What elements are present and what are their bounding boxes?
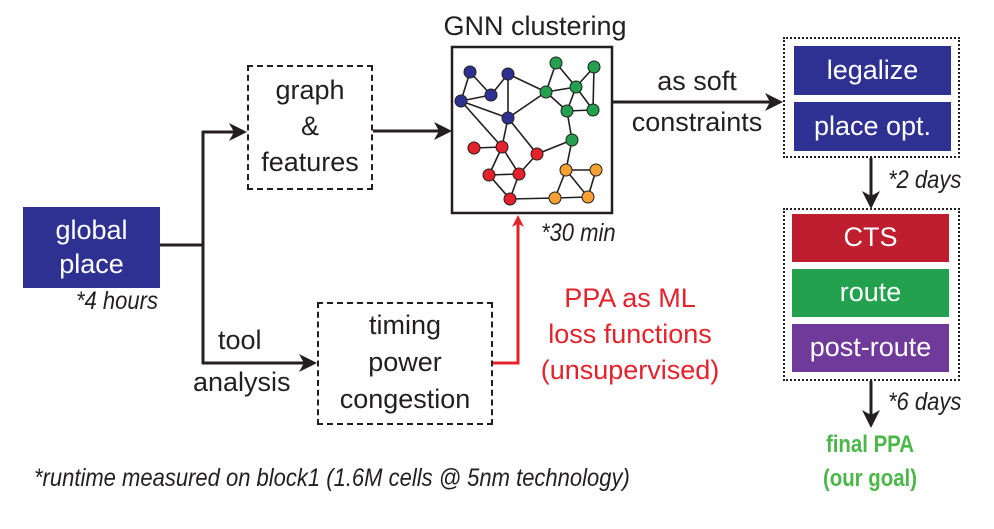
graph-node-orange <box>559 163 573 177</box>
gnn-runtime: *30 min <box>541 219 616 247</box>
stage1-runtime: *2 days <box>888 166 962 194</box>
analysis-label: analysis <box>193 367 291 397</box>
graph-node-red <box>467 141 481 155</box>
ppa-loss-label: PPA as ML loss functions (unsupervised) <box>520 280 740 388</box>
stage2-group <box>783 208 960 381</box>
graph-node-green <box>565 133 579 147</box>
graph-node-green <box>560 104 574 118</box>
graph-node-blue <box>484 88 498 102</box>
step-route: route <box>792 269 949 317</box>
graph-features-line3: features <box>261 147 359 177</box>
metrics-line2: power <box>368 347 442 377</box>
graph-node-orange <box>589 163 603 177</box>
graph-node-green <box>586 103 600 117</box>
final-line1: final PPA <box>825 431 915 458</box>
graph-edge <box>507 117 538 155</box>
footnote: *runtime measured on block1 (1.6M cells … <box>34 464 630 492</box>
ppa-loss-line1: PPA as ML <box>564 283 696 313</box>
step-legalize: legalize <box>794 46 951 95</box>
gnn-title: GNN clustering <box>443 11 627 41</box>
step-place-opt: place opt. <box>794 102 951 151</box>
global-place-line1: global <box>55 214 128 245</box>
graph-node-blue <box>454 94 468 108</box>
graph-features-line2: & <box>300 111 319 141</box>
graph-edge <box>460 100 503 148</box>
ppa-loss-arrow <box>493 215 524 365</box>
graph-node-green <box>549 56 563 70</box>
global-place-box: global place <box>23 207 160 288</box>
graph-node-blue <box>501 111 515 125</box>
metrics-label: timing power congestion <box>317 307 493 418</box>
final-ppa: final PPA (our goal) <box>811 428 930 496</box>
graph-node-green <box>569 80 583 94</box>
soft-constraints-line1: as soft <box>657 66 737 96</box>
soft-constraints-line2: constraints <box>631 107 763 137</box>
metrics-box <box>317 302 493 425</box>
graph-node-red <box>482 168 496 182</box>
graph-node-green <box>587 60 601 74</box>
metrics-line1: timing <box>368 310 442 340</box>
graph-node-orange <box>581 190 595 204</box>
gnn-graph <box>454 56 603 206</box>
step-cts: CTS <box>792 214 949 262</box>
ppa-loss-line2: loss functions <box>548 319 712 349</box>
global-place-line2: place <box>59 248 124 279</box>
global-place-runtime: *4 hours <box>76 287 158 315</box>
graph-node-red <box>530 147 544 161</box>
ppa-loss-line3: (unsupervised) <box>540 355 720 385</box>
graph-edge <box>592 66 595 111</box>
graph-node-orange <box>548 191 562 205</box>
graph-edge <box>507 73 547 93</box>
gnn-box <box>450 45 614 215</box>
graph-node-red <box>512 167 526 181</box>
metrics-line3: congestion <box>339 384 471 414</box>
final-line2: (our goal) <box>822 465 918 492</box>
step-post-route: post-route <box>792 324 949 372</box>
stage2-runtime: *6 days <box>888 388 962 416</box>
graph-node-red <box>503 192 517 206</box>
graph-node-red <box>495 140 509 154</box>
graph-features-label: graph & features <box>247 72 373 180</box>
graph-edge <box>509 197 556 200</box>
graph-features-box <box>247 65 373 190</box>
graph-node-blue <box>463 65 477 79</box>
graph-node-green <box>539 85 553 99</box>
graph-features-line1: graph <box>275 75 345 105</box>
tool-label: tool <box>218 325 262 355</box>
graph-edge <box>507 91 547 119</box>
graph-edge <box>460 100 509 119</box>
graph-node-blue <box>501 67 515 81</box>
stage1-group <box>783 37 960 158</box>
